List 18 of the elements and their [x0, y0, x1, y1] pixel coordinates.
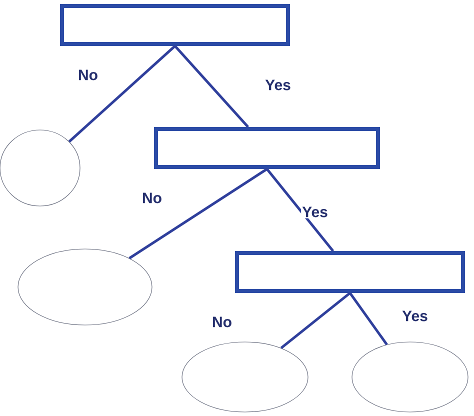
process-box: [235, 251, 465, 293]
connector-line: [174, 45, 250, 128]
edge-label: No: [211, 316, 233, 328]
edge-label: Yes: [301, 206, 329, 218]
process-box: [154, 127, 380, 169]
connector-line: [280, 292, 351, 350]
edge-label: No: [77, 68, 99, 82]
connector-line: [266, 168, 334, 252]
connector-line: [68, 45, 176, 143]
edge-label: No: [141, 192, 163, 204]
edge-label: Yes: [401, 310, 429, 322]
leaf-ellipse: [352, 342, 468, 412]
process-box: [60, 4, 290, 46]
connector-line: [348, 292, 388, 346]
leaf-ellipse: [18, 248, 152, 326]
edge-label: Yes: [264, 78, 292, 92]
leaf-ellipse: [182, 342, 308, 412]
connector-line: [128, 168, 268, 260]
